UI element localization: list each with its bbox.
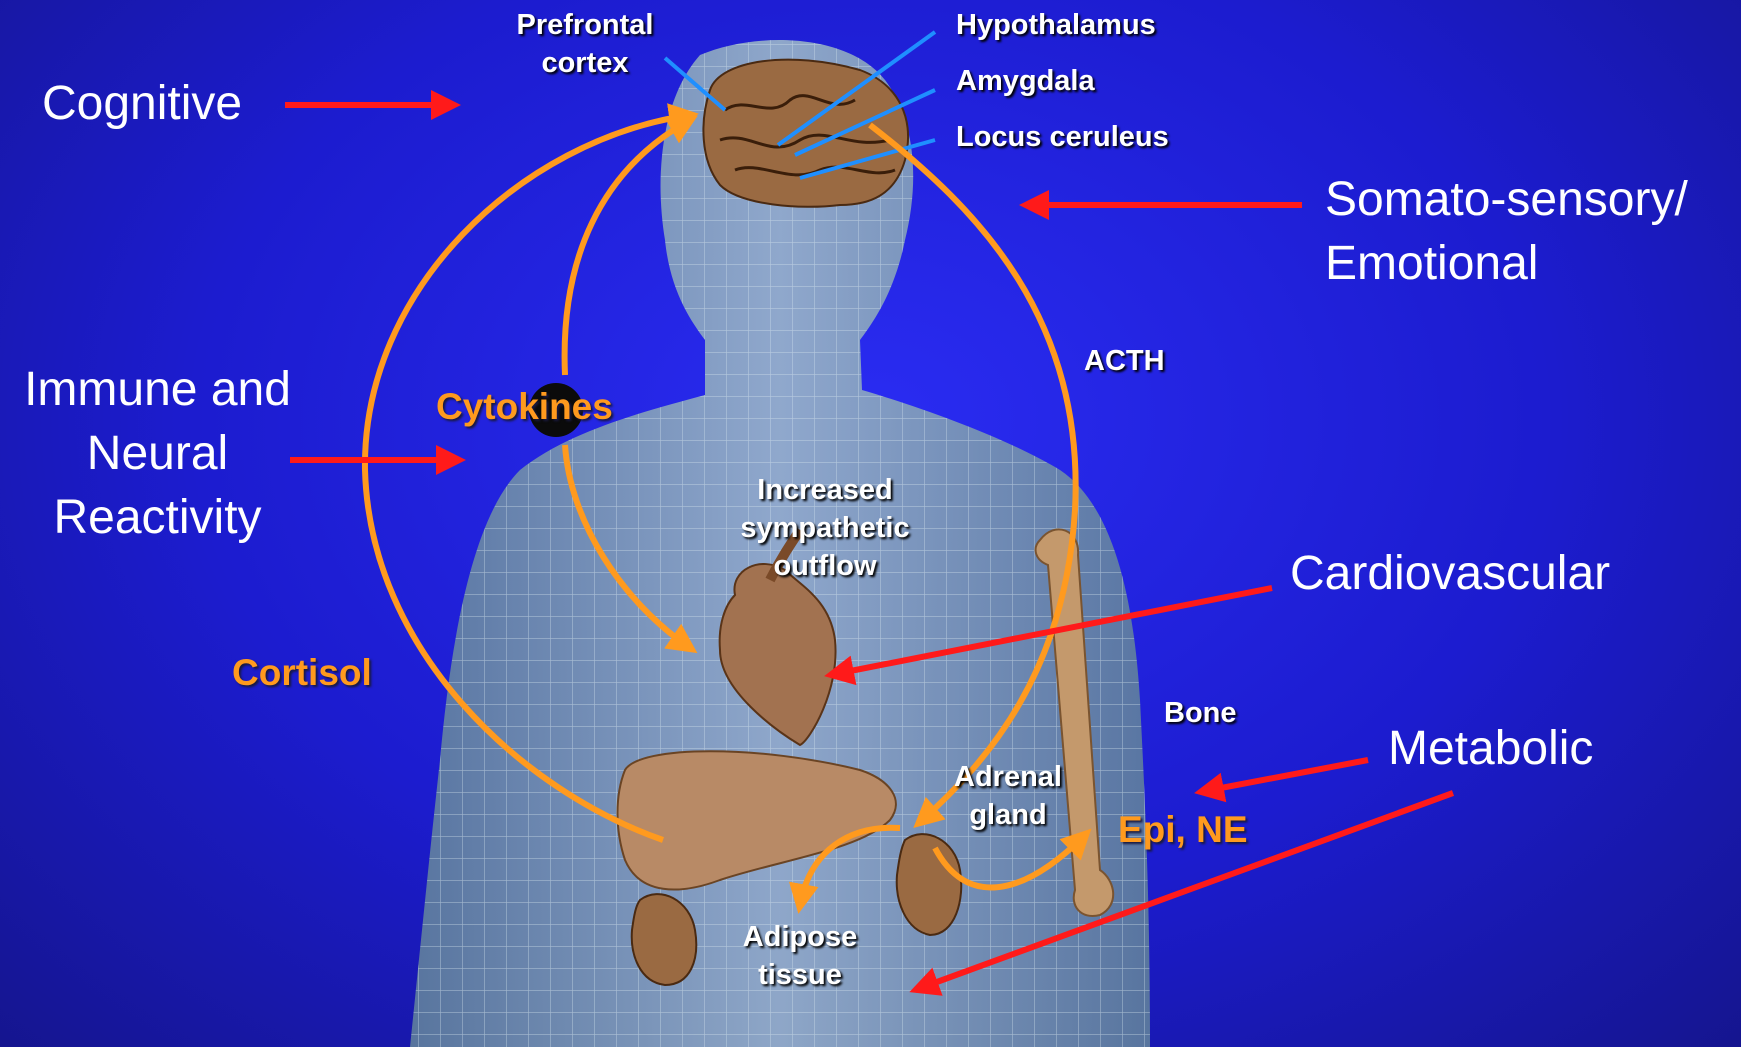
label-prefrontal-line2: cortex xyxy=(495,44,675,82)
metabolic-to-bone-arrow xyxy=(1200,760,1368,792)
label-adrenal-line2: gland xyxy=(928,796,1088,834)
right-kidney xyxy=(897,834,961,935)
label-emotional-line2: Emotional xyxy=(1325,232,1538,296)
label-immune-line3: Reactivity xyxy=(0,486,315,550)
label-somato-sensory-line1: Somato-sensory/ xyxy=(1325,168,1688,232)
label-locus-ceruleus: Locus ceruleus xyxy=(956,118,1169,156)
label-hypothalamus: Hypothalamus xyxy=(956,6,1156,44)
label-epi-ne: Epi, NE xyxy=(1118,808,1248,852)
label-sympathetic-line2: sympathetic xyxy=(715,509,935,547)
label-prefrontal-line1: Prefrontal xyxy=(495,6,675,44)
label-sympathetic-line1: Increased xyxy=(715,471,935,509)
label-cytokines: Cytokines xyxy=(436,385,613,429)
label-cortisol: Cortisol xyxy=(232,651,372,695)
label-adipose-line2: tissue xyxy=(720,956,880,994)
label-immune-line2: Neural xyxy=(0,422,315,486)
label-cardiovascular: Cardiovascular xyxy=(1290,542,1610,606)
label-immune-line1: Immune and xyxy=(0,358,315,422)
label-amygdala: Amygdala xyxy=(956,62,1095,100)
label-acth: ACTH xyxy=(1084,342,1165,380)
label-bone: Bone xyxy=(1164,694,1237,732)
label-cognitive: Cognitive xyxy=(42,72,242,136)
label-adipose-line1: Adipose xyxy=(720,918,880,956)
label-adrenal-line1: Adrenal xyxy=(928,758,1088,796)
label-metabolic: Metabolic xyxy=(1388,717,1593,781)
label-sympathetic-line3: outflow xyxy=(715,547,935,585)
